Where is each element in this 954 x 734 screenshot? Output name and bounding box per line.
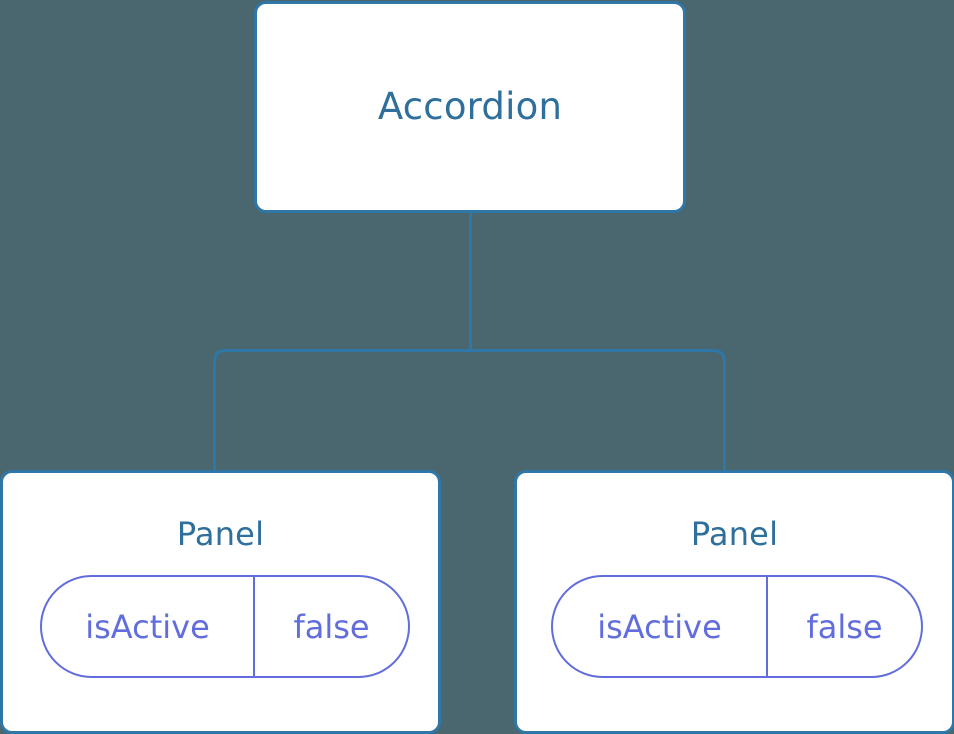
prop-key-isactive: isActive [553, 577, 768, 677]
prop-key-isactive: isActive [42, 577, 255, 677]
node-panel-1[interactable]: Panel isActive false [0, 470, 441, 734]
prop-value-isactive: false [293, 607, 370, 646]
prop-value-isactive: false [806, 607, 883, 646]
node-panel-1-title: Panel [176, 515, 265, 553]
node-accordion-title: Accordion [377, 84, 563, 128]
connector-branch-left [213, 349, 471, 471]
connector-branch-right [470, 349, 726, 471]
node-panel-2[interactable]: Panel isActive false [514, 470, 954, 734]
node-panel-2-title: Panel [690, 515, 779, 553]
node-accordion[interactable]: Accordion [254, 1, 686, 213]
prop-pill-panel-2[interactable]: isActive false [551, 575, 923, 679]
prop-pill-panel-1[interactable]: isActive false [40, 575, 410, 679]
